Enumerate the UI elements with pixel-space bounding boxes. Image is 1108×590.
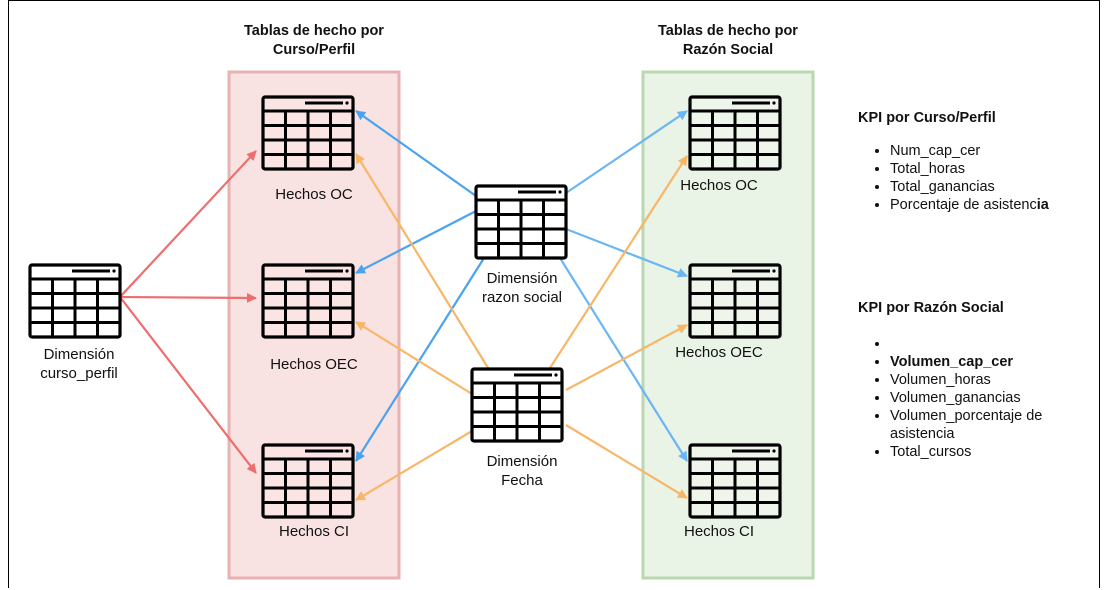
arrow-curso-to-ci bbox=[119, 296, 257, 474]
label-left-hechos-ci: Hechos CI bbox=[278, 523, 350, 540]
kpi-curso-item: Num_cap_cer bbox=[890, 142, 1049, 160]
arrow-razon-to-left-oec bbox=[355, 210, 477, 274]
kpi-curso-item: Total_ganancias bbox=[890, 178, 1049, 196]
label-right-hechos-oc: Hechos OC bbox=[680, 177, 758, 194]
arrow-curso-to-oec bbox=[119, 292, 257, 303]
label-dimension-curso-perfil: Dimensión curso_perfil bbox=[14, 345, 144, 383]
arrow-razon-to-left-oc bbox=[355, 110, 477, 197]
kpi-razon-list: Volumen_cap_cer Volumen_horas Volumen_ga… bbox=[868, 335, 1100, 461]
label-curso-line2: curso_perfil bbox=[40, 365, 118, 382]
kpi-razon-item-empty bbox=[890, 335, 1100, 353]
table-icon-left-ci bbox=[261, 443, 355, 519]
arrow-razon-to-right-oc bbox=[565, 110, 688, 194]
label-dimension-razon-social: Dimensión razon social bbox=[457, 269, 587, 307]
header-razon-social: Tablas de hecho por Razón Social bbox=[638, 22, 818, 60]
kpi-razon-title: KPI por Razón Social bbox=[858, 300, 1004, 316]
label-curso-line1: Dimensión bbox=[43, 346, 115, 363]
table-icon-right-ci bbox=[688, 443, 782, 519]
header-curso-perfil-line1: Tablas de hecho por bbox=[244, 23, 384, 39]
arrow-curso-to-oc bbox=[119, 150, 257, 298]
kpi-curso-item-bold-suffix: ia bbox=[1036, 197, 1049, 213]
kpi-razon-item: Volumen_porcentaje de asistencia bbox=[890, 407, 1100, 443]
label-fecha-line2: Fecha bbox=[501, 472, 543, 489]
table-icon-left-oc bbox=[261, 95, 355, 171]
arrow-fecha-to-right-oc bbox=[547, 155, 688, 372]
kpi-curso-list: Num_cap_cer Total_horas Total_ganancias … bbox=[868, 142, 1049, 214]
header-razon-social-line1: Tablas de hecho por bbox=[658, 23, 798, 39]
orange-arrows bbox=[355, 153, 688, 501]
diagram-frame bbox=[8, 0, 1100, 588]
arrow-razon-to-right-oec bbox=[565, 227, 688, 278]
label-razon-line1: Dimensión bbox=[486, 270, 558, 287]
label-right-hechos-oec: Hechos OEC bbox=[675, 344, 763, 361]
red-arrows bbox=[119, 150, 257, 474]
header-curso-perfil-line2: Curso/Perfil bbox=[272, 42, 356, 58]
arrow-fecha-to-left-oec bbox=[355, 321, 473, 395]
table-icon-right-oc bbox=[688, 95, 782, 171]
kpi-razon-item: Volumen_ganancias bbox=[890, 389, 1100, 407]
header-razon-social-line2: Razón Social bbox=[682, 42, 774, 58]
label-razon-line2: razon social bbox=[481, 289, 563, 306]
table-icon-fecha bbox=[470, 367, 564, 443]
kpi-curso-item: Total_horas bbox=[890, 160, 1049, 178]
arrow-fecha-to-right-ci bbox=[565, 424, 688, 499]
arrow-fecha-to-left-oc bbox=[355, 153, 491, 372]
arrow-fecha-to-left-ci bbox=[355, 430, 473, 501]
table-icon-razon-social bbox=[474, 184, 568, 260]
table-icon-left-oec bbox=[261, 263, 355, 339]
arrow-razon-to-left-ci bbox=[355, 257, 485, 462]
label-left-hechos-oec: Hechos OEC bbox=[270, 356, 358, 373]
kpi-curso-item: Porcentaje de asistencia bbox=[890, 196, 1049, 214]
table-icon-curso-perfil bbox=[28, 263, 122, 339]
kpi-razon-item: Volumen_cap_cer bbox=[890, 353, 1100, 371]
header-curso-perfil: Tablas de hecho por Curso/Perfil bbox=[224, 22, 404, 60]
kpi-razon-item: Volumen_horas bbox=[890, 371, 1100, 389]
label-dimension-fecha: Dimensión Fecha bbox=[457, 452, 587, 490]
kpi-curso-title: KPI por Curso/Perfil bbox=[858, 110, 996, 126]
label-left-hechos-oc: Hechos OC bbox=[275, 186, 353, 203]
label-fecha-line1: Dimensión bbox=[486, 453, 558, 470]
label-right-hechos-ci: Hechos CI bbox=[683, 523, 755, 540]
kpi-curso-item-text: Porcentaje de asistenc bbox=[890, 197, 1037, 213]
table-icon-right-oec bbox=[688, 263, 782, 339]
arrow-fecha-to-right-oec bbox=[565, 324, 688, 391]
kpi-razon-item: Total_cursos bbox=[890, 443, 1100, 461]
